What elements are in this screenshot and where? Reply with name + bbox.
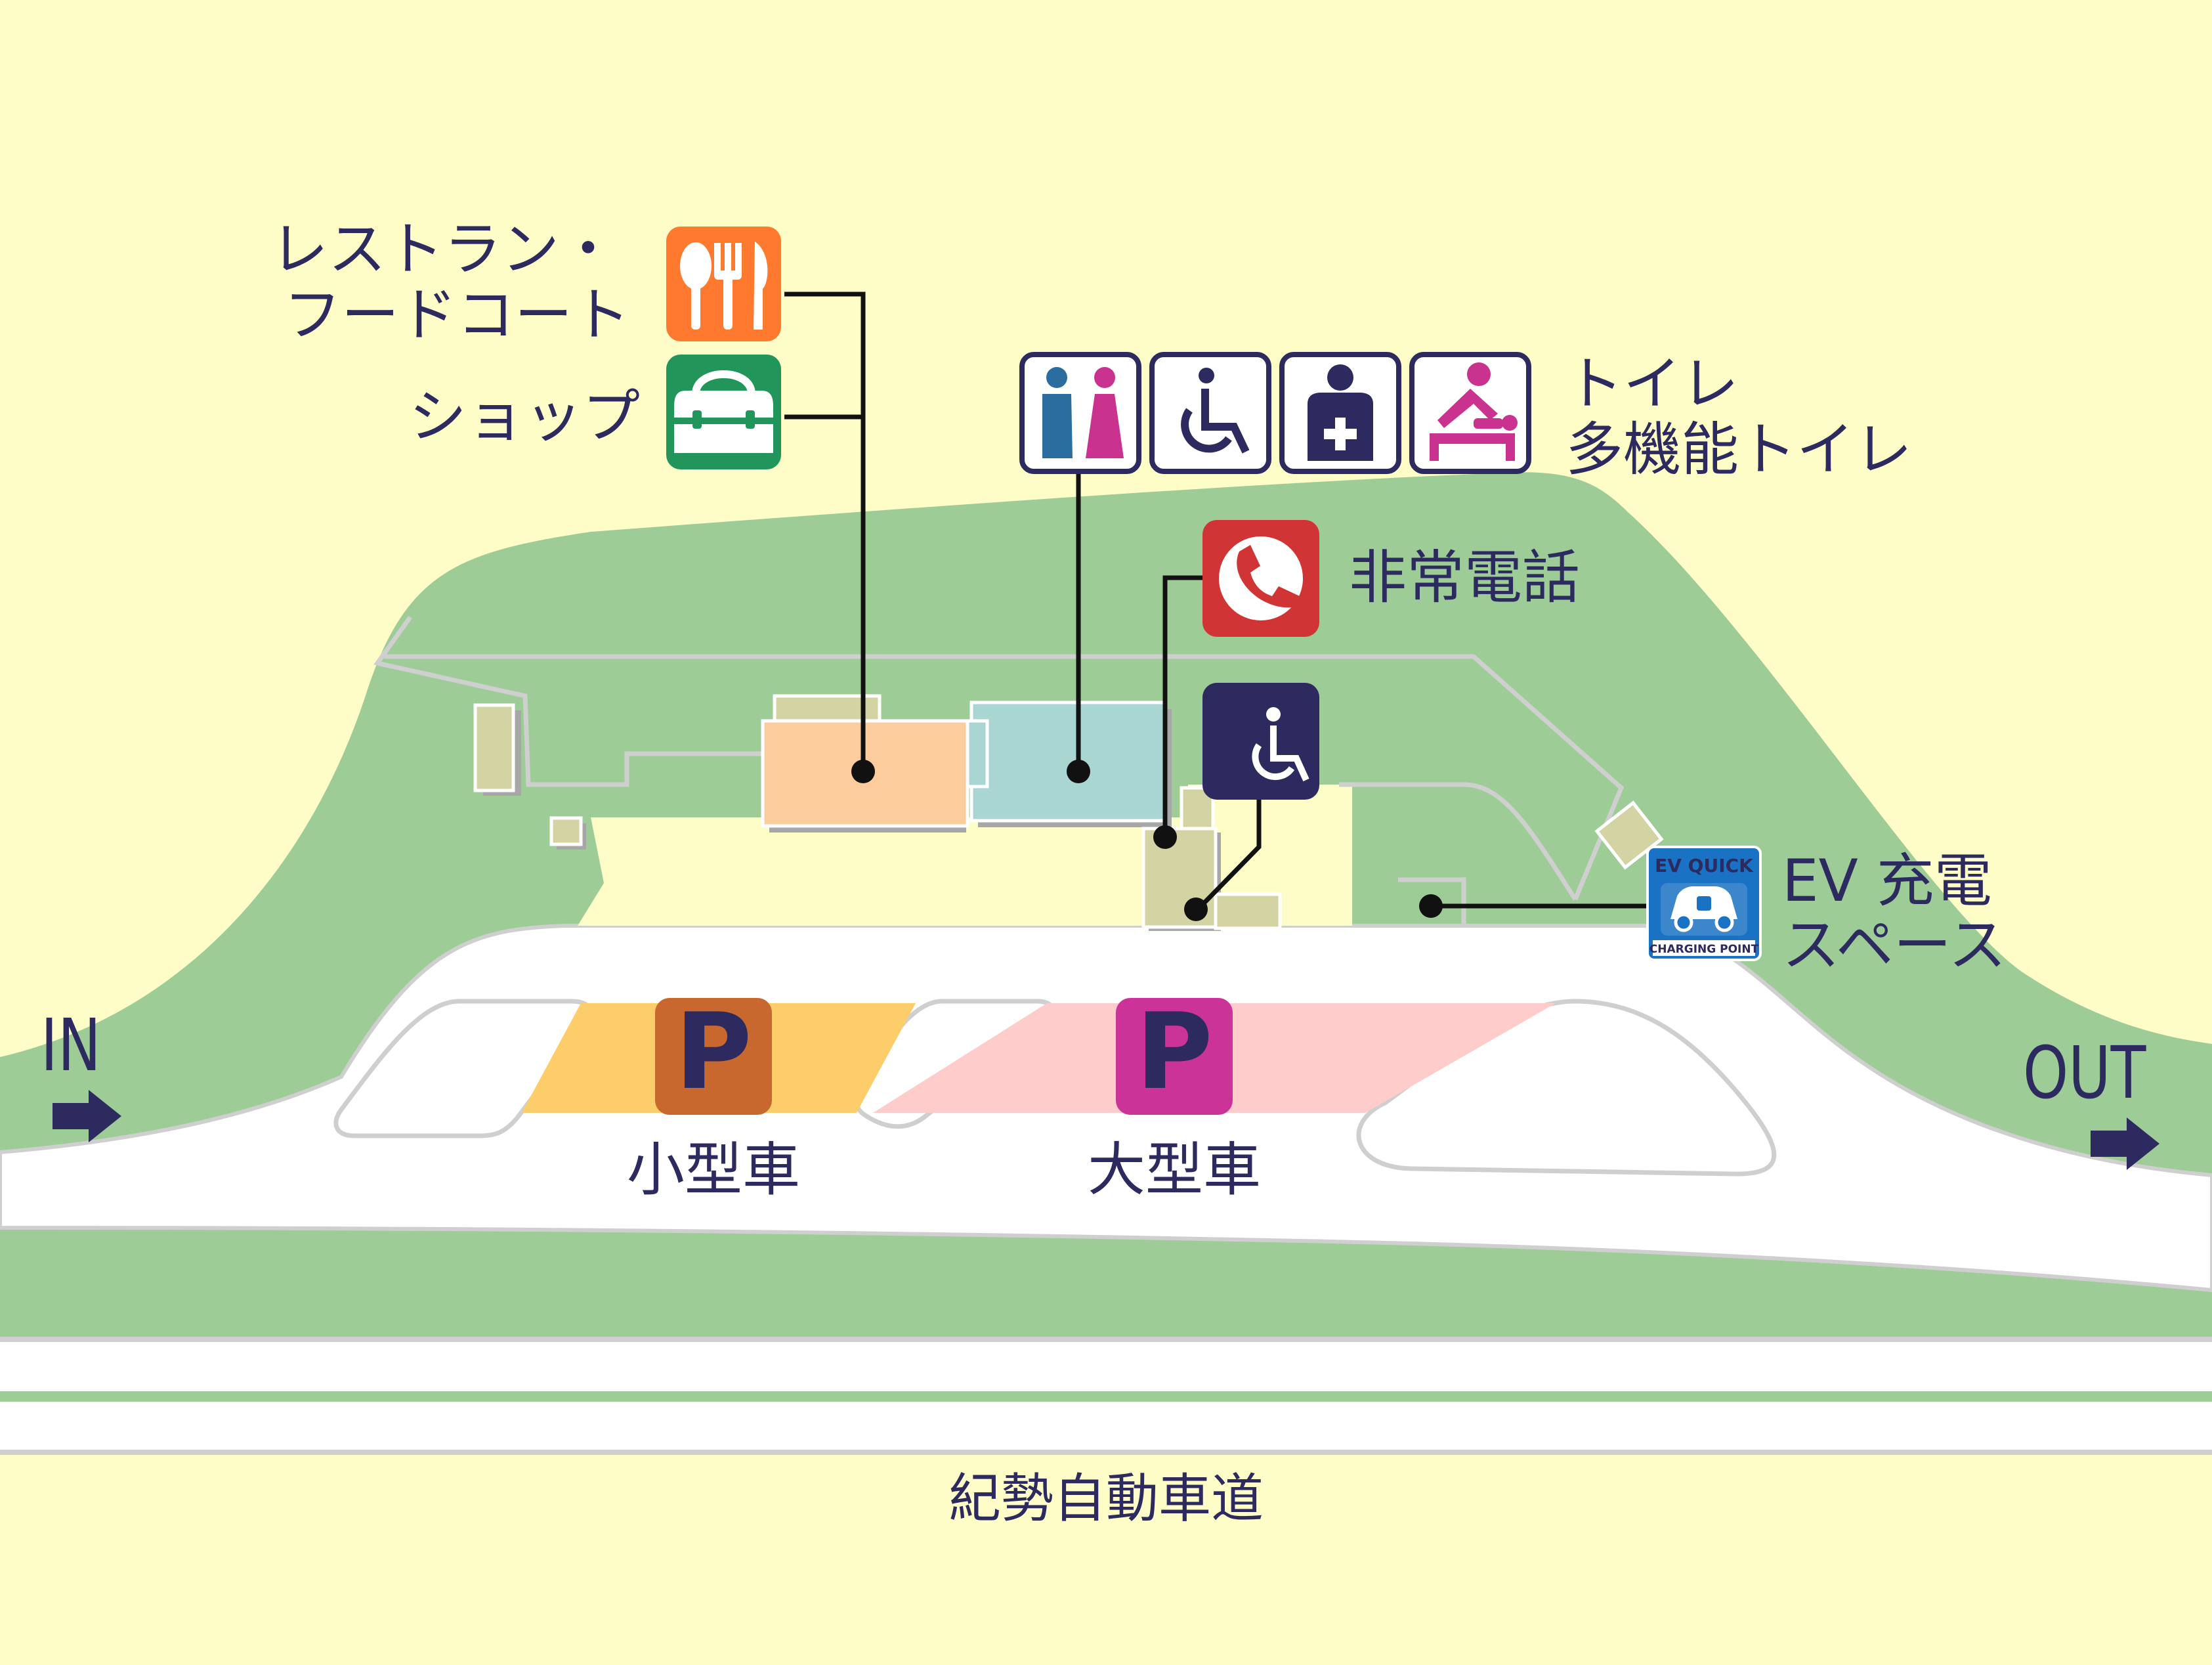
emergency-phone-icon-tile[interactable]: [1202, 520, 1319, 637]
large-car-label: 大型車: [1088, 1136, 1261, 1203]
ev-car-plug-icon: [1661, 883, 1747, 936]
ev-badge-bottom-text: CHARGING POINT: [1649, 943, 1759, 956]
in-label: IN: [41, 1005, 101, 1088]
outbuilding: [473, 703, 1664, 870]
wheelchair-icon-tile[interactable]: [1149, 352, 1271, 474]
toilet-label-line2: 多機能トイレ: [1565, 416, 1912, 483]
annex-building: [1141, 786, 1282, 931]
accessible-parking-icon-tile[interactable]: P: [1202, 681, 1319, 800]
ev-badge-top-text: EV QUICK: [1655, 855, 1754, 876]
restroom-icon: [1042, 367, 1124, 458]
leader-dots: [851, 760, 1443, 921]
small-car-parking-sign[interactable]: P: [655, 990, 772, 1115]
shop-label: ショップ: [409, 383, 640, 450]
fork-knife-spoon-icon: [680, 242, 768, 330]
wheelchair-icon: [1181, 368, 1250, 454]
baby-changing-icon: [1430, 362, 1518, 461]
emergency-phone-label: 非常電話: [1349, 544, 1580, 611]
toilet-building: [966, 701, 1172, 827]
out-label: OUT: [2023, 1032, 2146, 1115]
in-arrow-icon: [53, 1090, 121, 1142]
shop-icon-tile[interactable]: [666, 355, 781, 469]
highway-label: 紀勢自動車道: [948, 1468, 1264, 1529]
restaurant-label-line2: フードコート: [284, 281, 630, 349]
large-car-parking-letter: P: [1136, 990, 1212, 1113]
toilet-label-line1: トイレ: [1565, 350, 1739, 418]
ev-charging-badge[interactable]: EV QUICK CHARGING POINT: [1646, 846, 1762, 961]
baby-changing-icon-tile[interactable]: [1409, 352, 1531, 474]
leader-lines: [784, 292, 1648, 911]
phone-icon: [1219, 536, 1303, 620]
ev-label-line2: スペース: [1782, 911, 2006, 979]
restaurant-icon-tile[interactable]: [666, 227, 781, 341]
map-labels: レストラン・ フードコート ショップ トイレ 多機能トイレ 非常電話 EV 充電…: [41, 215, 2146, 1529]
accessible-parking-letter: P: [1210, 681, 1258, 758]
walkway: [373, 615, 1625, 926]
highway: [0, 1337, 2212, 1455]
ev-label-line1: EV 充電: [1782, 847, 1992, 915]
small-car-label: 小型車: [627, 1136, 800, 1203]
restaurant-label-line1: レストラン・: [270, 215, 617, 283]
restroom-icon-tile[interactable]: [1019, 352, 1141, 474]
wheelchair-parking-icon: P: [1210, 681, 1309, 782]
shopping-bag-icon: [674, 370, 773, 453]
large-car-parking-sign[interactable]: P: [1116, 990, 1233, 1115]
first-aid-icon-tile[interactable]: [1279, 352, 1401, 474]
out-arrow-icon: [2091, 1117, 2159, 1170]
small-car-parking-letter: P: [675, 990, 752, 1113]
first-aid-icon: [1308, 364, 1373, 461]
